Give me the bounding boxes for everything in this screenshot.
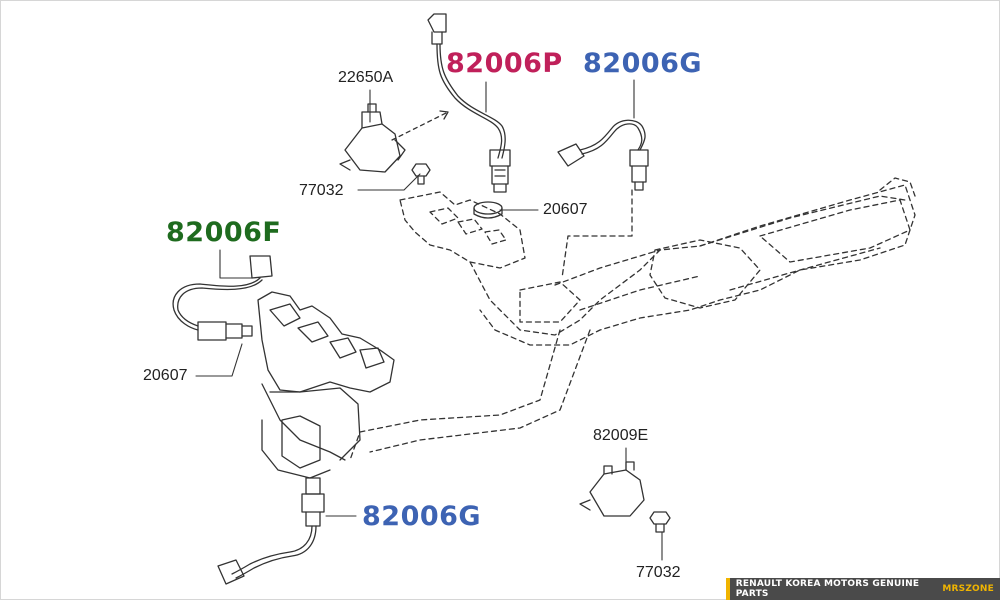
callout-82009E: 82009E: [593, 427, 649, 444]
upper-o2-sensor: [427, 13, 511, 193]
bolt-77032-top: [411, 163, 431, 185]
footer-text: RENAULT KOREA MOTORS GENUINE PARTS: [735, 579, 920, 599]
callout-77032-bottom: 77032: [636, 564, 681, 581]
footer-banner: RENAULT KOREA MOTORS GENUINE PARTS MRSZO…: [726, 578, 1000, 600]
left-o2-sensor: [172, 255, 273, 341]
part-label-82006G-top[interactable]: 82006G: [583, 48, 703, 79]
part-label-82006G-bottom[interactable]: 82006G: [362, 501, 482, 532]
callout-20607-left: 20607: [143, 367, 188, 384]
bottom-o2-sensor: [217, 477, 325, 585]
rear-manifold-dashed: [349, 177, 916, 461]
callout-77032-top: 77032: [299, 182, 344, 199]
footer-brand: MRSZONE: [942, 584, 994, 594]
bracket-22650A: [339, 103, 406, 173]
front-manifold: [257, 291, 395, 479]
part-label-82006F[interactable]: 82006F: [166, 217, 282, 248]
bolt-77032-bottom: [649, 511, 671, 533]
leader-lines: [195, 79, 663, 561]
footer-accent-bar: [726, 578, 730, 600]
top-right-o2-sensor: [557, 119, 649, 191]
callout-22650A: 22650A: [338, 69, 394, 86]
part-label-82006P[interactable]: 82006P: [446, 48, 563, 79]
bracket-82009E: [579, 461, 645, 517]
arrow-22650A-to-sensor: [391, 111, 449, 141]
gasket-20607-top: [473, 201, 503, 219]
callout-20607-top: 20607: [543, 201, 588, 218]
leader-82006G-top-dashed: [561, 189, 633, 279]
